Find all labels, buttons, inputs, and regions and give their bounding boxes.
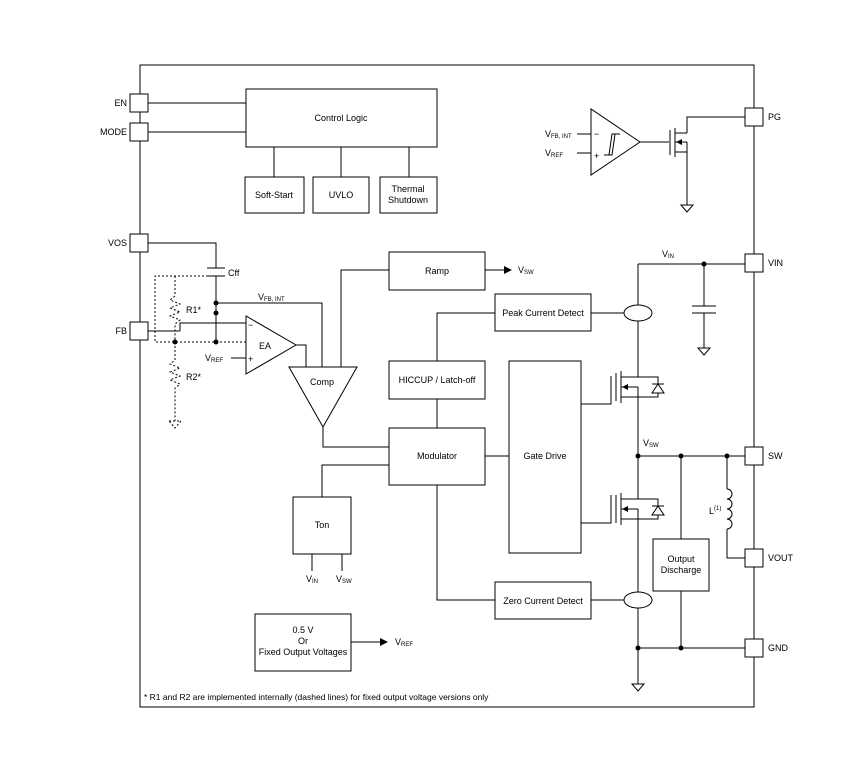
comp-comparator: Comp	[288, 366, 358, 429]
pin-en: EN	[114, 93, 149, 113]
ea-plus: +	[248, 354, 253, 364]
peak-current-sense-icon	[623, 304, 653, 322]
ea-amplifier: EA − +	[245, 315, 297, 375]
pin-gnd: GND	[744, 638, 789, 658]
ramp-block	[388, 251, 486, 291]
ea-minus: −	[248, 320, 253, 330]
r1-label: R1*	[186, 305, 202, 315]
hysteresis-icon	[604, 133, 620, 156]
ea-label: EA	[259, 341, 271, 351]
uvlo-label: UVLO	[329, 190, 354, 200]
soft-start-label: Soft-Start	[255, 190, 294, 200]
thermal-shutdown-block	[379, 176, 438, 214]
reference-block	[254, 613, 352, 672]
thermal-label-line1: Thermal	[391, 184, 424, 194]
gate-drive-block	[508, 360, 582, 554]
pg-comparator-plus: +	[594, 151, 599, 161]
pin-vos-label: VOS	[108, 238, 127, 248]
ref-line3: Fixed Output Voltages	[259, 647, 348, 657]
pg-vfb-label: VFB, INT	[545, 129, 572, 140]
pin-vout: VOUT	[744, 548, 794, 568]
high-side-mosfet-icon	[615, 371, 665, 403]
gate-drive-label: Gate Drive	[523, 451, 566, 461]
r1-r2-network	[154, 275, 246, 429]
footnote: * R1 and R2 are implemented internally (…	[144, 692, 489, 702]
uvlo-block	[312, 176, 370, 214]
zero-current-sense-icon	[623, 591, 653, 609]
pin-sw: SW	[744, 446, 783, 466]
r2-label: R2*	[186, 372, 202, 382]
modulator-label: Modulator	[417, 451, 457, 461]
pin-vin: VIN	[744, 253, 783, 273]
pin-pg-label: PG	[768, 112, 781, 122]
output-discharge-line1: Output	[667, 554, 695, 564]
ton-block	[292, 496, 352, 555]
pin-vos: VOS	[108, 233, 149, 253]
pin-sw-label: SW	[768, 451, 783, 461]
soft-start-block	[244, 176, 305, 214]
cff-label: Cff	[228, 268, 240, 278]
control-logic-block	[245, 88, 438, 148]
thermal-label-line2: Shutdown	[388, 195, 428, 205]
vin-rail-label: VIN	[662, 249, 674, 260]
low-side-mosfet-icon	[615, 493, 665, 525]
inductor-label: L(1)	[709, 506, 721, 516]
pin-gnd-label: GND	[768, 643, 789, 653]
pin-mode-label: MODE	[100, 127, 127, 137]
hiccup-label: HICCUP / Latch-off	[399, 375, 476, 385]
pin-en-label: EN	[114, 98, 127, 108]
pg-comparator-minus: −	[594, 129, 599, 139]
pin-pg: PG	[744, 107, 781, 127]
vin-cap-ground-icon	[696, 347, 712, 356]
pin-mode: MODE	[100, 122, 149, 142]
output-discharge-line2: Discharge	[661, 565, 702, 575]
zero-current-detect-block	[494, 581, 592, 620]
ea-vfb-int-label: VFB, INT	[258, 292, 285, 303]
power-ground-icon	[630, 683, 646, 692]
comp-label: Comp	[310, 377, 334, 387]
chip-outline	[139, 64, 755, 708]
peak-current-detect-label: Peak Current Detect	[502, 308, 584, 318]
pin-fb: FB	[115, 321, 149, 341]
pg-nmos-icon	[669, 128, 688, 157]
ref-line1: 0.5 V	[292, 625, 313, 635]
inductor-icon	[726, 488, 733, 530]
ramp-label: Ramp	[425, 266, 449, 276]
modulator-block	[388, 427, 486, 486]
pg-vref-label: VREF	[545, 148, 563, 159]
ea-vref-label: VREF	[205, 353, 223, 364]
ton-vin-label: VIN	[306, 574, 318, 585]
pg-ground-icon	[679, 204, 695, 213]
ton-label: Ton	[315, 520, 330, 530]
ton-vsw-label: VSW	[336, 574, 352, 585]
sw-node-label: VSW	[643, 438, 659, 449]
pin-vout-label: VOUT	[768, 553, 794, 563]
ramp-vsw-label: VSW	[518, 265, 534, 276]
ref-line2: Or	[298, 636, 308, 646]
ref-vref-label: VREF	[395, 637, 413, 648]
pin-fb-label: FB	[115, 326, 127, 336]
pin-vin-label: VIN	[768, 258, 783, 268]
pg-comparator: − +	[590, 108, 641, 176]
control-logic-label: Control Logic	[314, 113, 368, 123]
peak-current-detect-block	[494, 293, 592, 332]
zero-current-detect-label: Zero Current Detect	[503, 596, 583, 606]
